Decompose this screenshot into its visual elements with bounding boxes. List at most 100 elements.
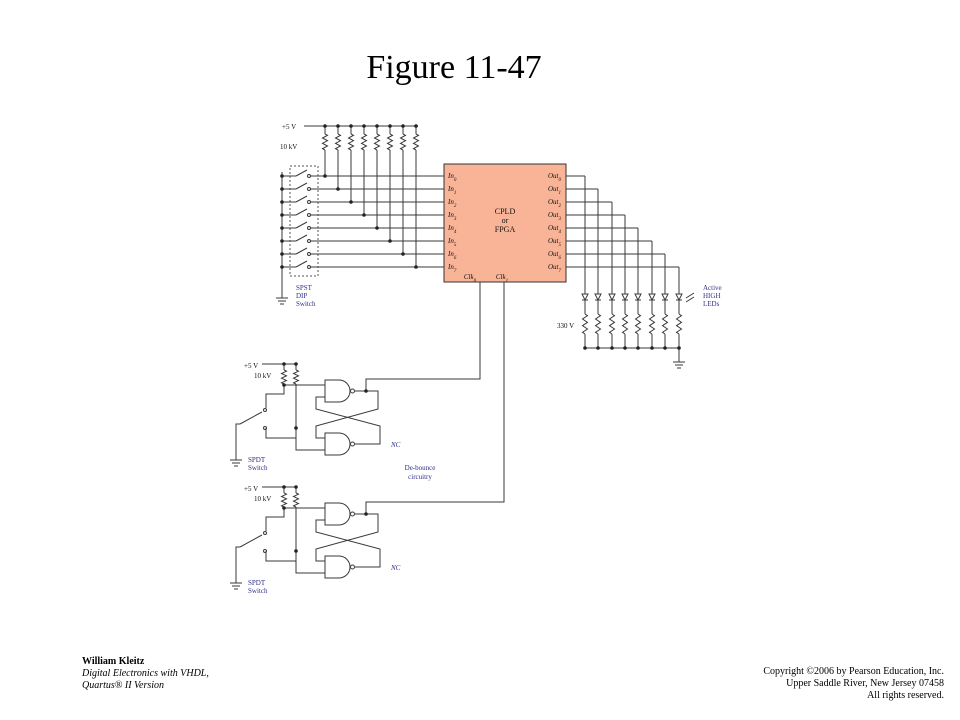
junction-dot: [294, 485, 298, 489]
debounce-bottom-spdt-label: SPDT: [248, 579, 266, 587]
debounce-bottom-spdt-common: [235, 546, 240, 583]
led-icon: [648, 293, 656, 302]
junction-dot: [388, 124, 392, 128]
author-name: William Kleitz: [82, 656, 145, 667]
switch-contact: [307, 174, 311, 178]
components: [230, 124, 695, 590]
chip-label: CPLD: [495, 207, 516, 216]
switch-blade: [295, 195, 308, 203]
debounce-bottom-spdt-lower: [265, 551, 296, 562]
junction-dot: [294, 426, 298, 430]
pullup-resistor: [280, 369, 288, 385]
led-icon: [594, 293, 602, 302]
clock-pin-label: Clk1: [496, 273, 508, 284]
pullup-resistor: [292, 492, 300, 508]
spdt-blade: [239, 534, 263, 548]
pullup-resistor: [360, 133, 368, 151]
debounce-label: De-bounce: [405, 464, 436, 472]
debounce-bottom-set-wire: [265, 507, 285, 531]
junction-dot: [663, 346, 667, 350]
junction-dot: [280, 174, 284, 178]
nand-gate-icon: [324, 432, 351, 456]
pullup-resistor: [321, 133, 329, 151]
nand-gate-icon: [324, 555, 351, 579]
debounce-bottom-nc-label: NC: [390, 564, 401, 572]
junction-dot: [336, 187, 340, 191]
light-arrow-icon: [685, 296, 695, 303]
input-pin-label: In1: [447, 185, 456, 196]
debounce-top-cross-wire: [315, 396, 381, 445]
junction-dot: [294, 362, 298, 366]
debounce-top-pullup-label: 10 kV: [254, 372, 271, 380]
nand-gate-icon: [324, 502, 351, 526]
debounce-top-set-wire: [265, 384, 285, 408]
led-icon: [621, 293, 629, 302]
junction-dot: [280, 252, 284, 256]
spdt-contact: [263, 531, 267, 535]
pullup-resistor: [292, 369, 300, 385]
led-resistor: [634, 313, 642, 335]
spdt-contact: [263, 408, 267, 412]
nand-bubble: [350, 564, 355, 570]
led-resistor: [621, 313, 629, 335]
junction-dot: [282, 506, 286, 510]
dip-switch-label: DIP: [296, 292, 307, 300]
pullup-label-top: 10 kV: [280, 143, 297, 151]
circuit-schematic: +5 V10 kVSPSTDIPSwitchCPLDorFPGAIn0In1In…: [230, 123, 722, 595]
debounce-top-spdt-label: SPDT: [248, 456, 266, 464]
dip-switch-label: Switch: [296, 300, 316, 308]
chip-label: FPGA: [495, 225, 516, 234]
debounce-bottom-reset-wire: [295, 507, 325, 574]
junction-dot: [414, 124, 418, 128]
dip-switch-outline: [289, 165, 319, 277]
nand-bubble: [350, 511, 355, 517]
input-pin-label: In2: [447, 198, 457, 209]
pullup-resistor: [373, 133, 381, 151]
switch-blade: [295, 247, 308, 255]
junction-dot: [349, 124, 353, 128]
switch-blade: [295, 169, 308, 177]
pullup-resistor: [347, 133, 355, 151]
switch-blade: [295, 260, 308, 268]
junction-dot: [349, 200, 353, 204]
book-title: Digital Electronics with VHDL, Quartus® …: [82, 668, 209, 691]
junction-dot: [282, 485, 286, 489]
led-resistor: [661, 313, 669, 335]
pullup-resistor: [412, 133, 420, 151]
junction-dot: [650, 346, 654, 350]
output-pin-label: Out6: [548, 250, 562, 261]
chip-label: or: [502, 216, 509, 225]
debounce-top-clock-wire: [365, 282, 481, 391]
switch-contact: [307, 252, 311, 256]
junction-dot: [401, 252, 405, 256]
copyright-line: Copyright ©2006 by Pearson Education, In…: [763, 666, 944, 677]
ground-symbol: [276, 297, 288, 305]
led-label: LEDs: [703, 300, 720, 308]
led-icon: [581, 293, 589, 302]
debounce-bottom-spdt-label: Switch: [248, 587, 268, 595]
supply-label-top: +5 V: [282, 123, 296, 131]
switch-blade: [295, 182, 308, 190]
switch-blade: [295, 208, 308, 216]
junction-dot: [610, 346, 614, 350]
led-icon: [661, 293, 669, 302]
junction-dot: [677, 346, 681, 350]
junction-dot: [280, 265, 284, 269]
switch-contact: [307, 265, 311, 269]
debounce-top-spdt-label: Switch: [248, 464, 268, 472]
cpld-fpga-chip: [443, 163, 567, 283]
input-pin-label: In7: [447, 263, 457, 274]
junction-dot: [375, 124, 379, 128]
switch-contact: [307, 226, 311, 230]
led-resistor: [581, 313, 589, 335]
junction-dot: [401, 124, 405, 128]
debounce-top-spdt-common: [235, 423, 240, 460]
pullup-resistor: [280, 492, 288, 508]
output-pin-label: Out7: [548, 263, 562, 274]
junction-dot: [294, 549, 298, 553]
footer-credit: William Kleitz Digital Electronics with …: [82, 656, 242, 692]
junction-dot: [280, 213, 284, 217]
junction-dot: [280, 187, 284, 191]
debounce-label: circuitry: [408, 473, 432, 481]
led-label: Active: [703, 284, 722, 292]
